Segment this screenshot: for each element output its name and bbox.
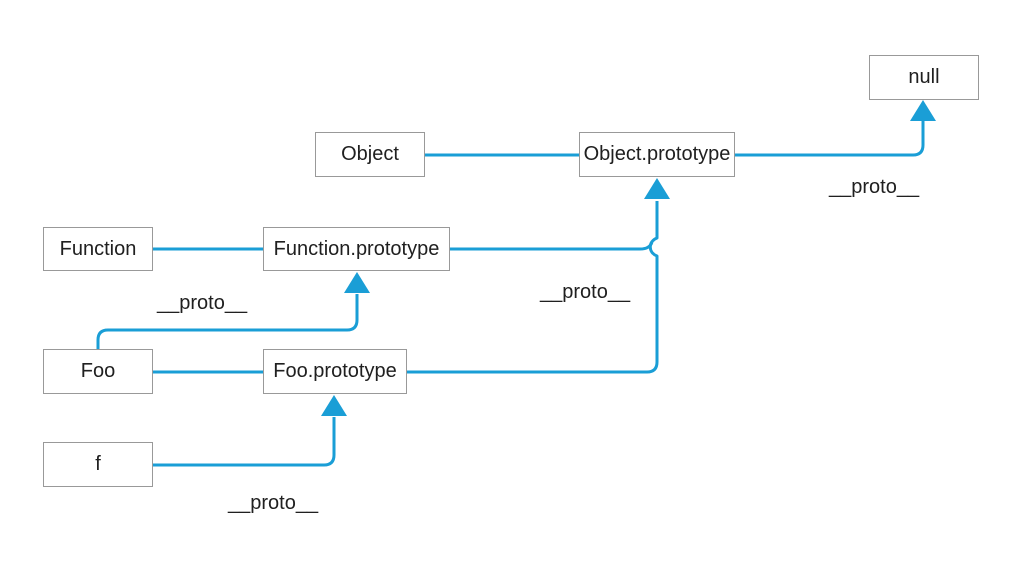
edge-label-proto-foo-to-function-prototype: __proto__ <box>157 292 248 314</box>
arrowhead-into-object-prototype <box>644 178 670 199</box>
edge-label-proto-to-object-prototype: __proto__ <box>540 281 631 303</box>
edge-f-to-foo-prototype <box>153 417 336 467</box>
edge-object-prototype-to-null <box>735 120 925 157</box>
arrowhead-into-null <box>910 100 936 121</box>
arrowhead-into-foo-prototype <box>321 395 347 416</box>
node-object: Object <box>315 132 425 177</box>
edge-foo-prototype-to-object-prototype <box>407 201 659 374</box>
edge-label-proto-object-prototype-to-null: __proto__ <box>829 176 920 198</box>
node-function: Function <box>43 227 153 271</box>
node-function-prototype: Function.prototype <box>263 227 450 271</box>
arrowhead-into-function-prototype <box>344 272 370 293</box>
node-f: f <box>43 442 153 487</box>
edge-label-proto-f-to-foo-prototype: __proto__ <box>228 492 319 514</box>
node-null: null <box>869 55 979 100</box>
edge-foo-to-function-prototype <box>96 294 359 349</box>
edge-function-prototype-to-object-prototype <box>450 241 654 251</box>
node-object-prototype: Object.prototype <box>579 132 735 177</box>
node-foo: Foo <box>43 349 153 394</box>
node-foo-prototype: Foo.prototype <box>263 349 407 394</box>
